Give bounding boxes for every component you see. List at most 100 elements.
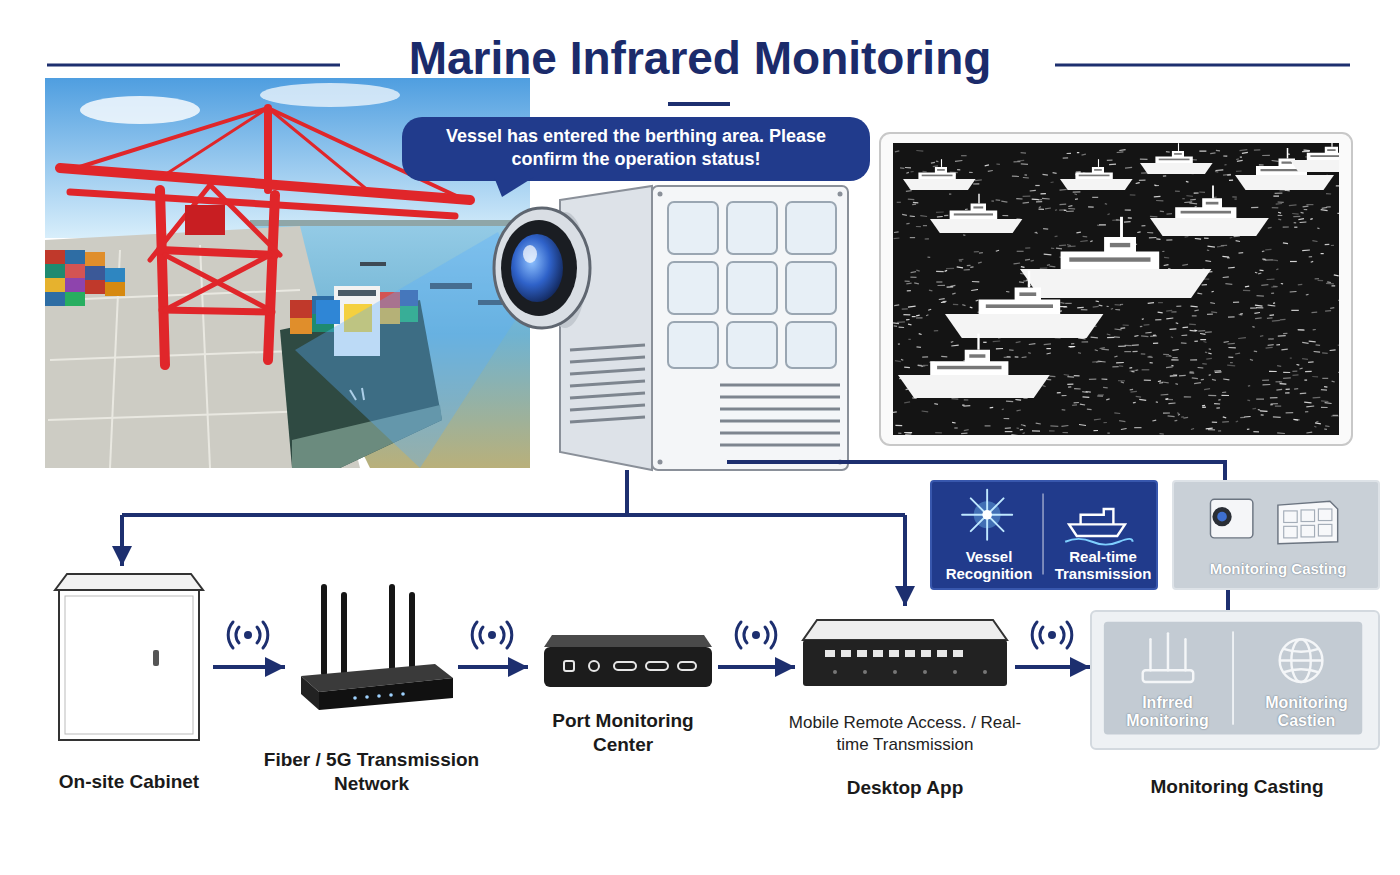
ship-windows bbox=[986, 304, 1053, 308]
water-ripple bbox=[1059, 245, 1066, 247]
ship-mast bbox=[1028, 271, 1030, 288]
crane-part bbox=[70, 108, 268, 170]
device-switch-art-part-part bbox=[953, 670, 957, 674]
water-ripple bbox=[1023, 196, 1031, 197]
wireless-symbols-part bbox=[736, 622, 776, 648]
water-ripple bbox=[947, 286, 954, 288]
speech-bubble-art-part bbox=[494, 177, 534, 197]
ship-cabin bbox=[918, 167, 955, 179]
device-center-art-part-part bbox=[589, 661, 599, 671]
water-ripple bbox=[991, 200, 994, 201]
ir-camera-part-part bbox=[720, 408, 840, 411]
water-ripple bbox=[1269, 371, 1277, 372]
output-box-art-part-part bbox=[1167, 633, 1169, 670]
water-ripple bbox=[1156, 401, 1158, 403]
water-ripple bbox=[1057, 392, 1061, 393]
device-cabinet-art-part bbox=[55, 574, 203, 590]
ship-hull bbox=[930, 219, 1022, 233]
water-ripple bbox=[913, 202, 918, 204]
ir-camera-part-part bbox=[720, 432, 840, 435]
water-ripple bbox=[1205, 260, 1211, 262]
water-ripple bbox=[906, 319, 909, 321]
water-ripple bbox=[1315, 422, 1321, 424]
water-ripple bbox=[893, 411, 897, 413]
wireless-symbols-part-part bbox=[472, 622, 477, 648]
water-ripple bbox=[1306, 204, 1313, 205]
device-switch-art-part bbox=[803, 620, 1007, 640]
water-ripple bbox=[1292, 213, 1299, 215]
water-ripple bbox=[962, 405, 964, 406]
output-box-art-part-part bbox=[1280, 659, 1323, 661]
water-ripple bbox=[1255, 305, 1263, 307]
water-ripple bbox=[1154, 196, 1161, 198]
thermal-ship bbox=[945, 271, 1103, 338]
water-ripple bbox=[1009, 349, 1014, 351]
water-ripple bbox=[1272, 259, 1278, 261]
port-photo-part-part bbox=[50, 350, 320, 360]
thermal-ship bbox=[1140, 143, 1213, 174]
node-label: Monitoring Castien bbox=[1239, 694, 1374, 731]
device-switch-art-part-part bbox=[923, 670, 927, 674]
water-ripple bbox=[1198, 330, 1205, 332]
water-ripple bbox=[926, 314, 928, 316]
water-ripple bbox=[1067, 153, 1071, 154]
water-ripple bbox=[1278, 219, 1281, 221]
water-ripple bbox=[1286, 389, 1290, 390]
device-router-art-part-part bbox=[389, 584, 395, 676]
wireless-symbols-part-part bbox=[1067, 622, 1072, 648]
water-ripple bbox=[1321, 389, 1327, 391]
water-ripple bbox=[1278, 215, 1283, 216]
water-ripple bbox=[1021, 424, 1025, 426]
water-ripple bbox=[1059, 209, 1065, 211]
node-label: Mobile Remote Access. / Real-time Transm… bbox=[775, 712, 1035, 756]
container-stacks-part bbox=[105, 282, 125, 296]
water-ripple bbox=[936, 211, 944, 213]
water-ripple bbox=[1278, 212, 1281, 214]
water-ripple bbox=[1298, 218, 1304, 220]
water-ripple bbox=[1166, 355, 1171, 356]
water-ripple bbox=[902, 308, 908, 310]
water-ripple bbox=[1268, 338, 1274, 340]
ship-hull bbox=[1140, 163, 1213, 174]
water-ripple bbox=[1062, 395, 1067, 396]
water-ripple bbox=[905, 281, 910, 282]
water-ripple bbox=[1093, 306, 1099, 308]
water-ripple bbox=[1086, 391, 1091, 393]
water-ripple bbox=[1255, 317, 1262, 319]
node-label: Desktop App bbox=[795, 776, 1015, 800]
water-ripple bbox=[1276, 344, 1280, 345]
container-stacks-part bbox=[65, 264, 85, 278]
water-ripple bbox=[1266, 347, 1273, 349]
water-ripple bbox=[1095, 350, 1098, 351]
device-center: Port Monitoring Center bbox=[528, 625, 718, 700]
water-ripple bbox=[1217, 245, 1224, 247]
water-ripple bbox=[1172, 357, 1177, 358]
water-ripple bbox=[1225, 283, 1232, 285]
thermal-ship bbox=[903, 159, 976, 190]
thermal-water bbox=[893, 150, 1339, 435]
water-ripple bbox=[1022, 356, 1027, 358]
water-ripple bbox=[1129, 367, 1132, 369]
water-ripple bbox=[1125, 345, 1132, 347]
water-ripple bbox=[1315, 278, 1319, 279]
device-switch-art-part bbox=[803, 640, 1007, 686]
ir-camera-part-part bbox=[570, 417, 645, 422]
device-center-art-part-part bbox=[646, 662, 668, 670]
water-ripple bbox=[1179, 375, 1186, 377]
water-ripple bbox=[1016, 198, 1022, 200]
water-ripple bbox=[961, 433, 967, 435]
water-ripple bbox=[1272, 160, 1279, 162]
water-ripple bbox=[1239, 314, 1243, 316]
feature-box-art-part-part bbox=[971, 498, 1004, 531]
water-ripple bbox=[1238, 337, 1246, 339]
water-ripple bbox=[1082, 341, 1089, 342]
water-ripple bbox=[1209, 374, 1211, 376]
water-ripple bbox=[1195, 238, 1201, 240]
water-ripple bbox=[1216, 407, 1220, 408]
crane-part bbox=[165, 255, 270, 310]
water-ripple bbox=[1036, 232, 1038, 234]
water-ripple bbox=[1289, 204, 1297, 206]
device-cabinet-art-part bbox=[153, 650, 159, 666]
water-ripple bbox=[935, 432, 942, 433]
